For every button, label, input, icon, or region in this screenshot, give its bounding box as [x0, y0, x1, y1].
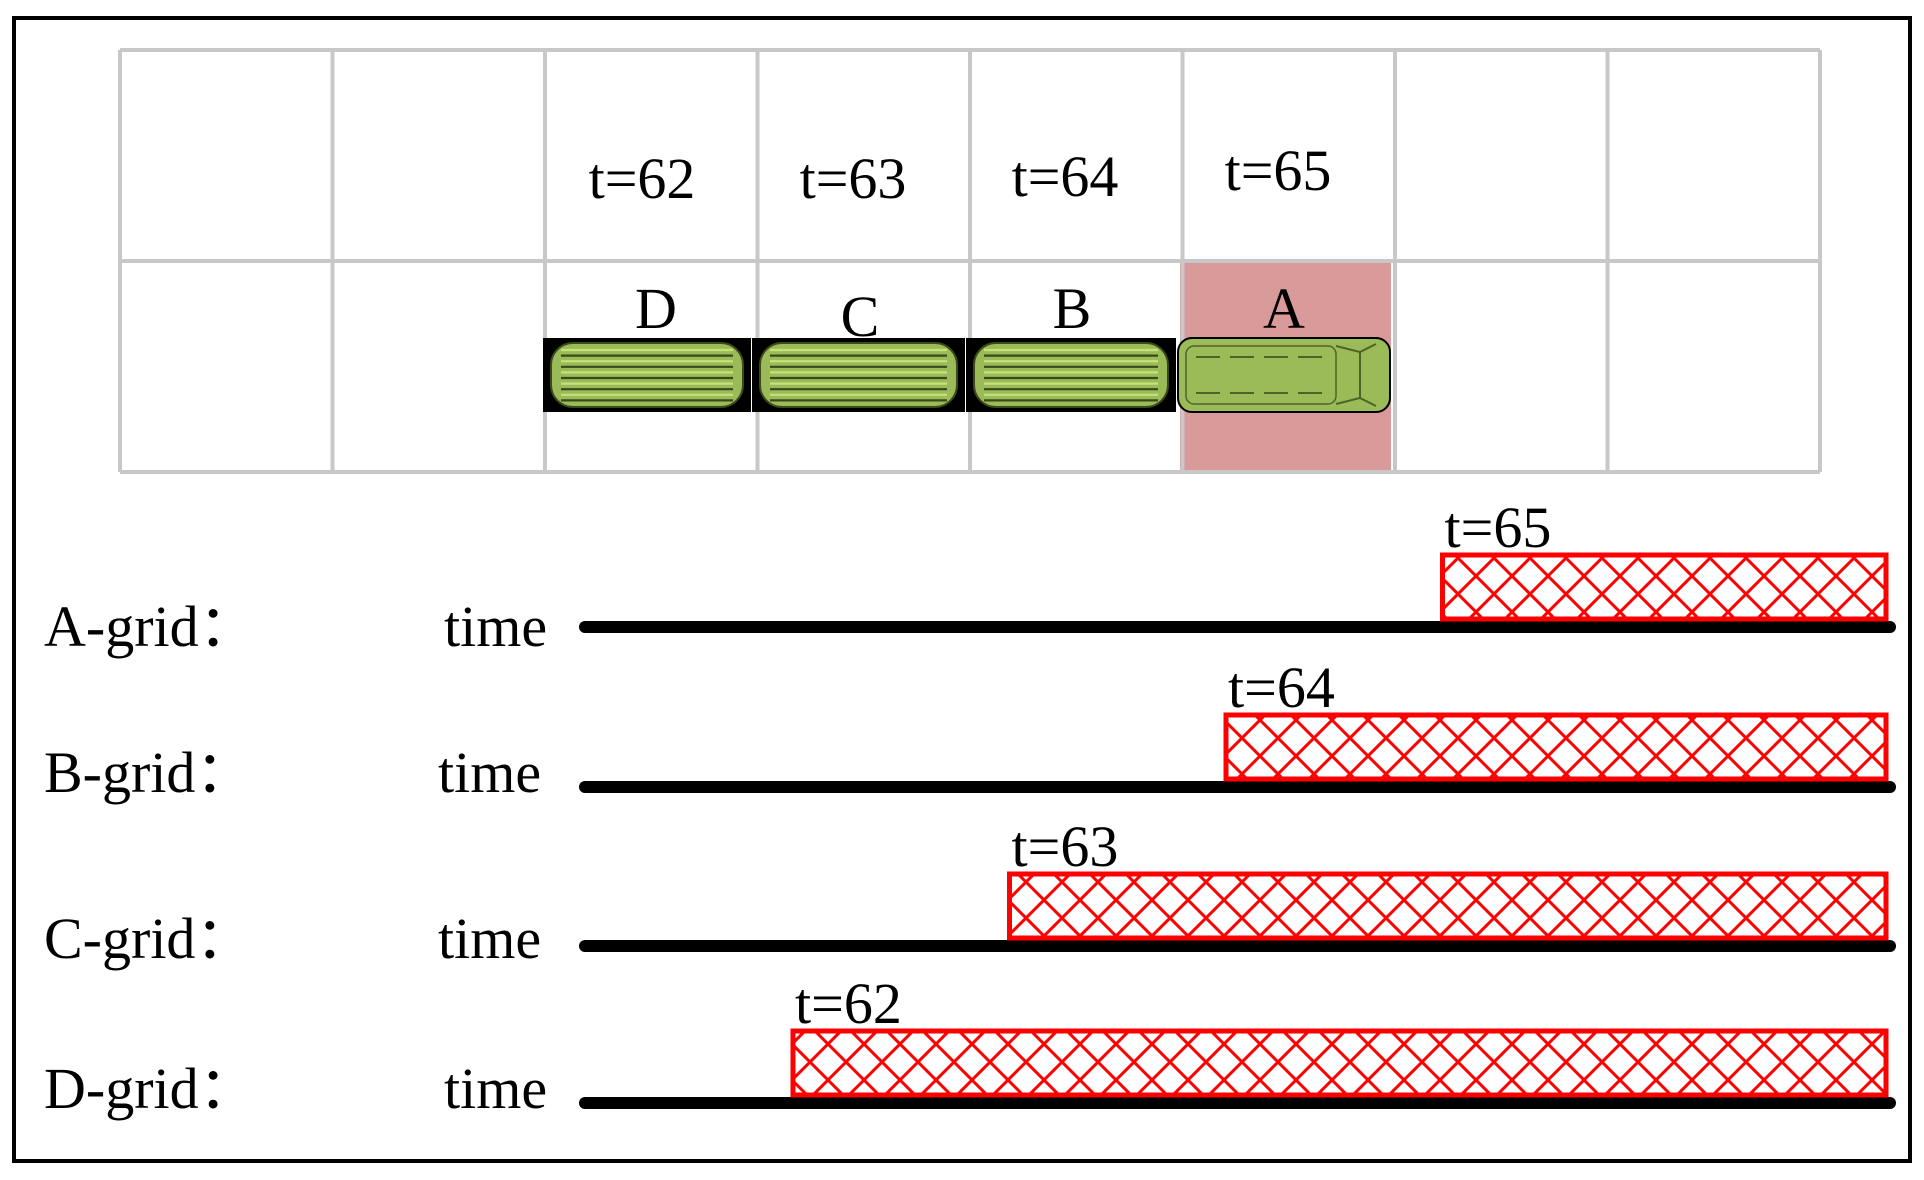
start-label-b: t=64 [1228, 655, 1335, 720]
time-label-t65: t=65 [1225, 138, 1332, 203]
cell-label-a: A [1263, 276, 1305, 341]
car-body [759, 342, 958, 408]
occupancy-timelines: A-grid： time t=65 B-grid： time t=64 C-gr… [44, 495, 1896, 1121]
timeline-d: D-grid： time t=62 [44, 971, 1896, 1121]
occupied-bar-a [1440, 552, 1889, 622]
timeline-label-b: B-grid： [44, 740, 253, 805]
time-label-t64: t=64 [1012, 144, 1119, 209]
start-label-c: t=63 [1012, 814, 1119, 879]
car-c [752, 338, 965, 412]
car-b [966, 338, 1176, 412]
cell-label-b: B [1053, 276, 1092, 341]
start-label-a: t=65 [1445, 495, 1552, 560]
car-body [973, 342, 1169, 408]
occupied-bar-c [1007, 871, 1889, 941]
time-label-t62: t=62 [589, 146, 696, 211]
occupied-bar-b [1223, 712, 1889, 782]
timeline-axis-label-c: time [438, 906, 541, 971]
timeline-b: B-grid： time t=64 [44, 655, 1896, 805]
timeline-a: A-grid： time t=65 [44, 495, 1896, 659]
timeline-axis-label-d: time [444, 1056, 547, 1121]
time-label-t63: t=63 [800, 146, 907, 211]
timeline-label-c: C-grid： [44, 906, 253, 971]
vehicle-train [543, 337, 1391, 413]
car-a-head [1177, 337, 1391, 413]
timeline-label-d: D-grid： [44, 1056, 257, 1121]
car-d [543, 338, 751, 412]
timeline-label-a: A-grid： [44, 594, 257, 659]
cell-label-d: D [635, 276, 677, 341]
start-label-d: t=62 [795, 971, 902, 1036]
timeline-c: C-grid： time t=63 [44, 814, 1896, 971]
timeline-axis-label-a: time [444, 594, 547, 659]
timeline-axis-label-b: time [438, 740, 541, 805]
car-body [550, 342, 744, 408]
occupied-bar-d [790, 1028, 1889, 1098]
